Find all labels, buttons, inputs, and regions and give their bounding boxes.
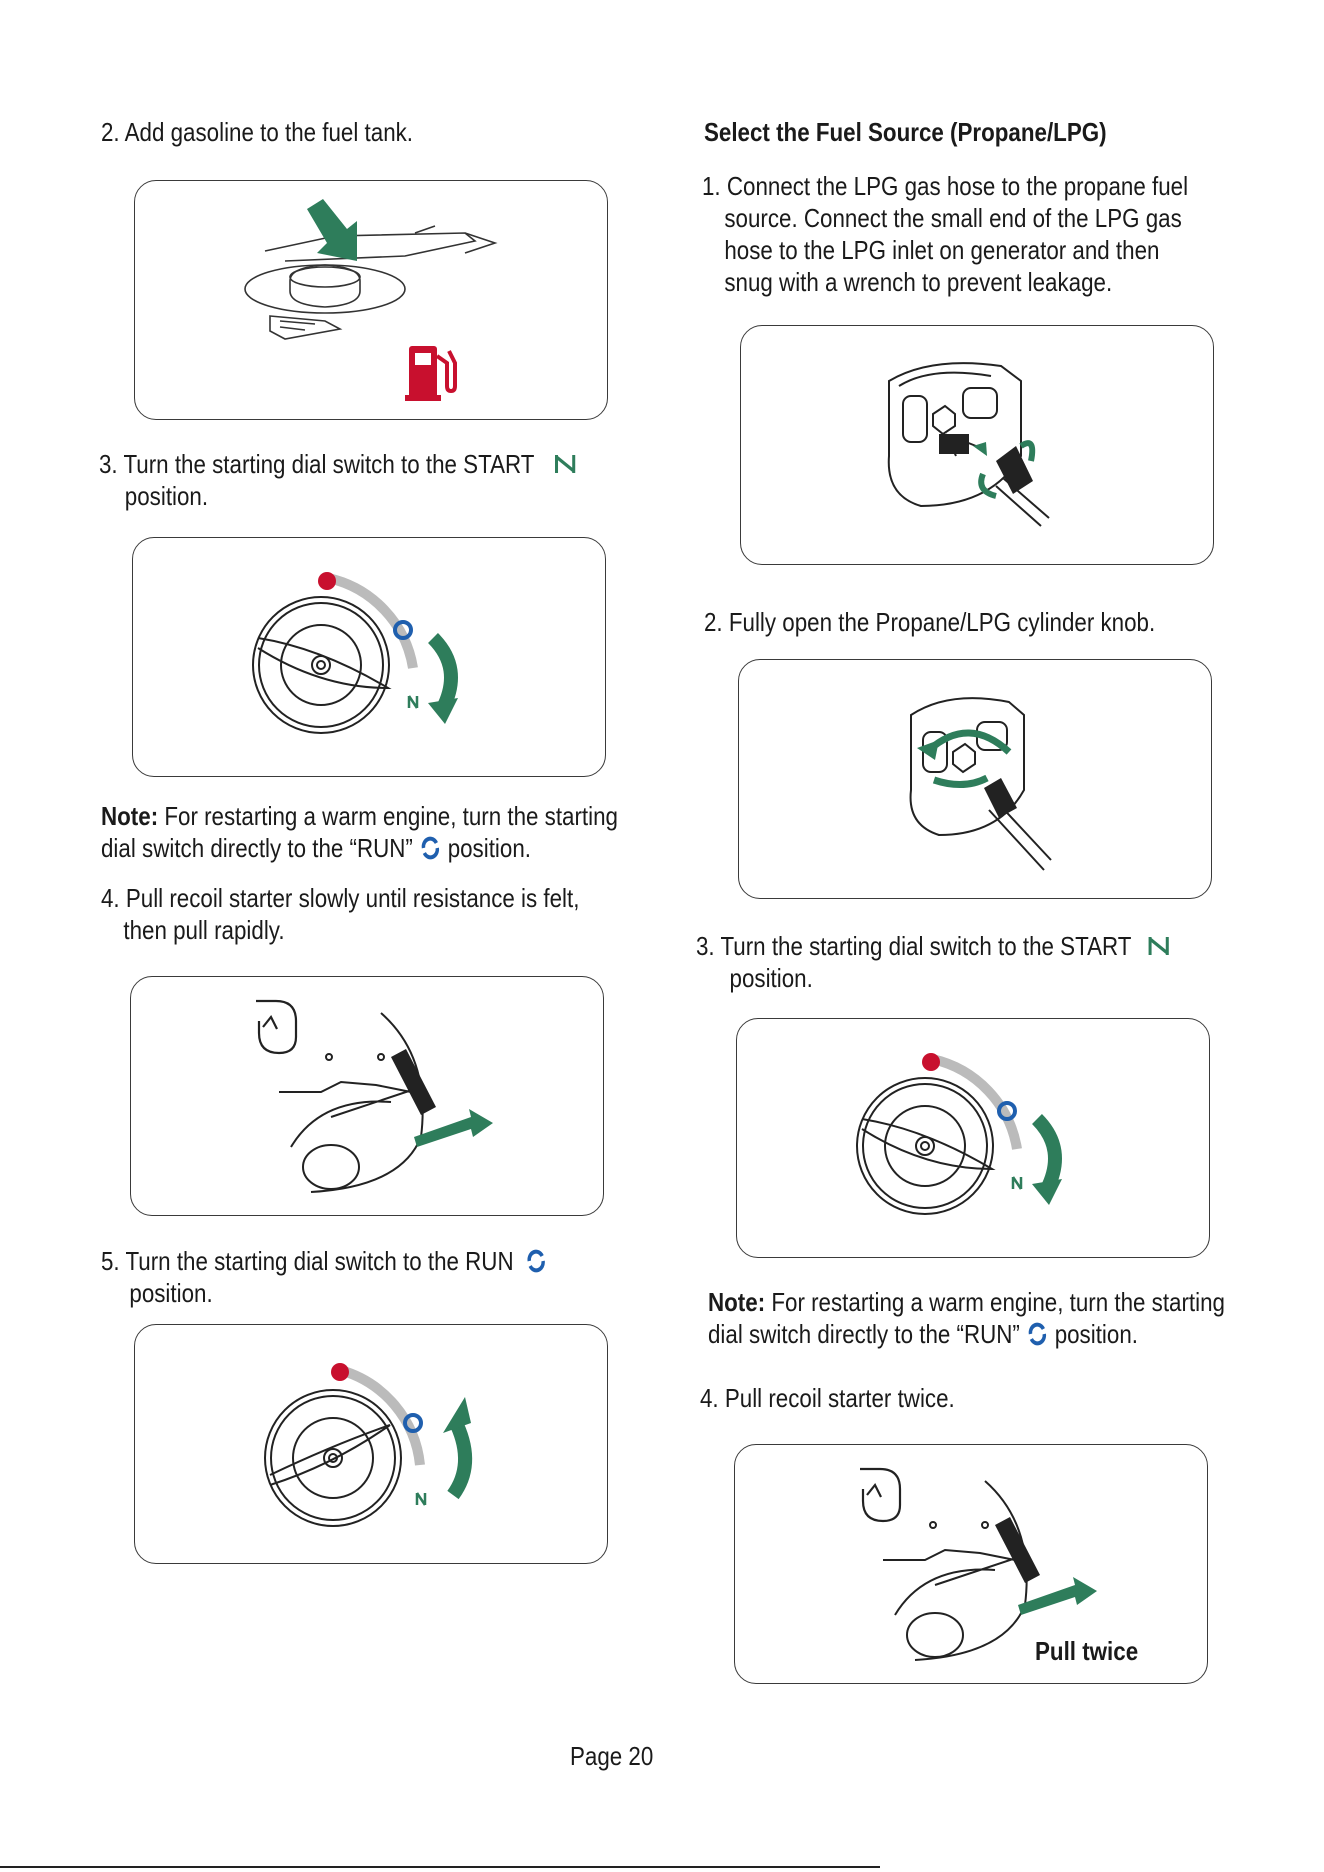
left-note: Note: For restarting a warm engine, turn… — [101, 801, 618, 863]
recoil-starter-figure — [130, 976, 604, 1216]
left-step2-text: 2. Add gasoline to the fuel tank. — [101, 117, 414, 147]
left-step3-text: 3. Turn the starting dial switch to the … — [99, 448, 578, 512]
right-note: Note: For restarting a warm engine, turn… — [708, 1287, 1225, 1349]
cylinder-knob-figure — [738, 659, 1212, 899]
recoil-icon — [860, 1467, 902, 1523]
run-icon — [421, 836, 439, 860]
dial-start-figure — [132, 537, 606, 777]
dial-run-figure — [134, 1324, 608, 1564]
start-icon — [555, 455, 576, 473]
run-icon — [1028, 1322, 1046, 1346]
right-heading: Select the Fuel Source (Propane/LPG) — [704, 117, 1107, 147]
recoil-icon — [256, 999, 298, 1055]
right-step3-text: 3. Turn the starting dial switch to the … — [696, 930, 1172, 994]
right-recoil-figure: Pull twice — [734, 1444, 1208, 1684]
left-step5-text: 5. Turn the starting dial switch to the … — [101, 1245, 547, 1309]
fuel-tank-figure — [134, 180, 608, 420]
start-icon — [1148, 937, 1169, 955]
right-dial-start-figure — [736, 1018, 1210, 1258]
right-step2-text: 2. Fully open the Propane/LPG cylinder k… — [704, 607, 1156, 637]
bottom-rule — [0, 1866, 880, 1868]
page-number: Page 20 — [570, 1741, 654, 1771]
fuel-pump-icon — [405, 346, 457, 401]
right-step1-text: 1. Connect the LPG gas hose to the propa… — [702, 171, 1189, 297]
lpg-hose-connect-figure — [740, 325, 1214, 565]
right-step4-text: 4. Pull recoil starter twice. — [700, 1383, 955, 1413]
pull-twice-label: Pull twice — [1035, 1636, 1139, 1666]
arrow-icon — [307, 199, 357, 261]
run-icon — [527, 1249, 545, 1273]
left-step4-text: 4. Pull recoil starter slowly until resi… — [101, 883, 580, 945]
